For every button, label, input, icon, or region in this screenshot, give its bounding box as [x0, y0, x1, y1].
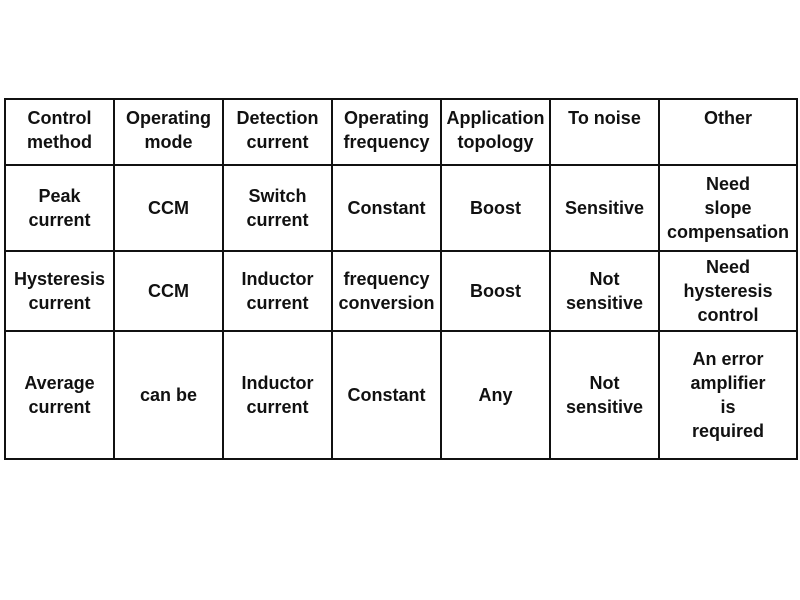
table-cell: Switch current — [222, 164, 333, 252]
table-row: Peak current CCM Switch current Constant… — [4, 164, 798, 252]
table-cell: Not sensitive — [549, 250, 660, 332]
table-cell: Need hysteresis control — [658, 250, 798, 332]
table-cell: can be — [113, 330, 224, 460]
table-cell: Not sensitive — [549, 330, 660, 460]
comparison-table: Control method Operating mode Detection … — [4, 98, 798, 460]
table-cell: Boost — [440, 250, 551, 332]
table-cell: Need slope compensation — [658, 164, 798, 252]
table-cell: Hysteresis current — [4, 250, 115, 332]
table-cell: Peak current — [4, 164, 115, 252]
table-cell: CCM — [113, 164, 224, 252]
header-operating-frequency: Operating frequency — [331, 98, 442, 166]
table-cell: Sensitive — [549, 164, 660, 252]
table-cell: Inductor current — [222, 330, 333, 460]
table-cell: An error amplifier is required — [658, 330, 798, 460]
header-control-method: Control method — [4, 98, 115, 166]
table-cell: frequency conversion — [331, 250, 442, 332]
header-operating-mode: Operating mode — [113, 98, 224, 166]
table-cell: Inductor current — [222, 250, 333, 332]
table-cell: Average current — [4, 330, 115, 460]
header-detection-current: Detection current — [222, 98, 333, 166]
header-other: Other — [658, 98, 798, 166]
table-row: Hysteresis current CCM Inductor current … — [4, 250, 798, 332]
table-row: Average current can be Inductor current … — [4, 330, 798, 460]
header-application-topology: Application topology — [440, 98, 551, 166]
table-header-row: Control method Operating mode Detection … — [4, 98, 798, 166]
table-cell: Boost — [440, 164, 551, 252]
table-cell: Constant — [331, 330, 442, 460]
table-cell: CCM — [113, 250, 224, 332]
table-cell: Constant — [331, 164, 442, 252]
table-cell: Any — [440, 330, 551, 460]
header-to-noise: To noise — [549, 98, 660, 166]
